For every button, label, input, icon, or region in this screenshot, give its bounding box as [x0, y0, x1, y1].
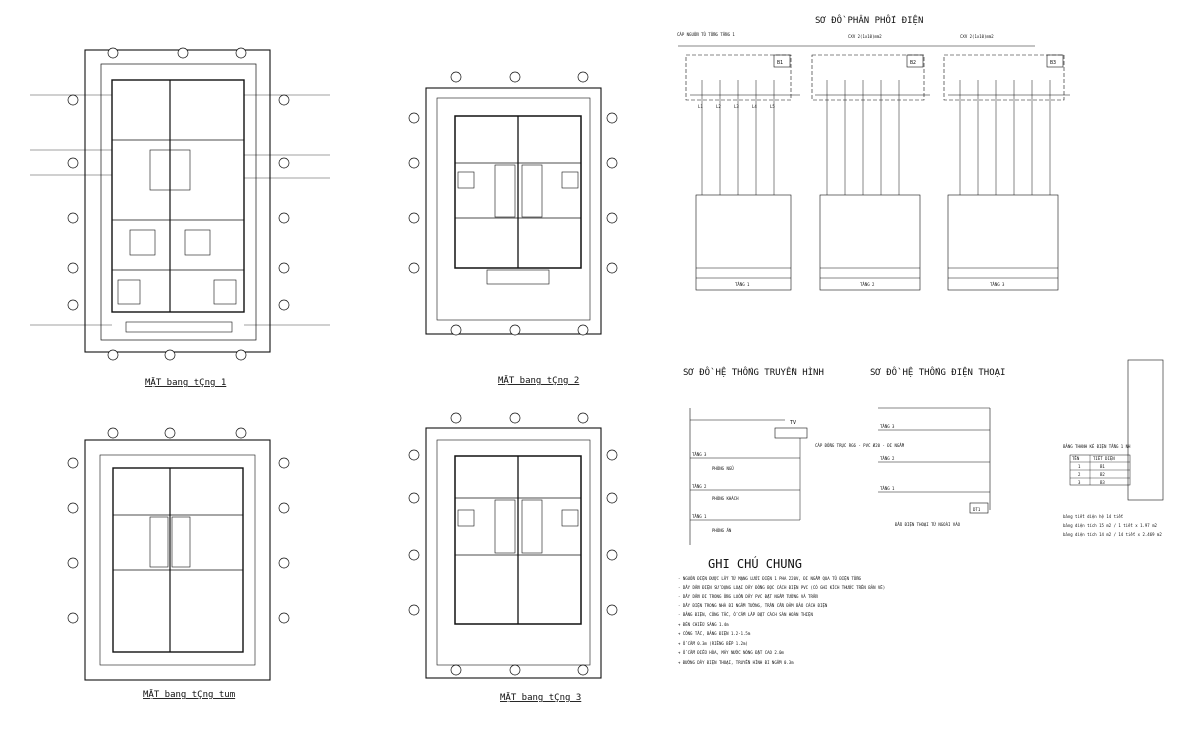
general-note-3: - DÂY DẪN ĐI TRONG ỐNG LUỒN DÂY PVC ĐẶT …: [678, 594, 818, 599]
legend-table: BẢNG THANH KÉ ĐIỆN TẦNG 1 NH TÊN TIẾT DI…: [1063, 359, 1164, 537]
general-note-4: - DÂY ĐIỆN TRONG NHÀ ĐI NGẦM TƯỜNG, TRẦN…: [678, 603, 828, 608]
floor-1-title: MẶT bang tÇng 1: [145, 377, 226, 388]
tv-row-1: TẦNG 3: [692, 452, 707, 457]
power-note-top: CÁP NGUỒN TỦ TỔNG TẦNG 1: [677, 32, 735, 37]
tv-row-2: TẦNG 2: [692, 484, 707, 489]
power-diagram-title: SƠ ĐỒ PHÂN PHỐI ĐIỆN: [815, 14, 923, 26]
general-note-1: - NGUỒN ĐIỆN ĐƯỢC LẤY TỪ MẠNG LƯỚI ĐIỆN …: [678, 576, 862, 581]
tv-room-2: PHÒNG KHÁCH: [712, 496, 739, 501]
legend-header-name: TÊN: [1072, 456, 1080, 461]
tv-system-diagram: SƠ ĐỒ HỆ THỐNG TRUYỀN HÌNH TV TẦNG 3 TẦN…: [683, 366, 905, 545]
legend-row-1-val: B1: [1100, 464, 1105, 469]
floor-2-title: MẶT bang tÇng 2: [498, 375, 579, 386]
general-note-9: + Ổ CẮM ĐIỀU HÒA, MÁY NƯỚC NÓNG ĐẶT CAO …: [678, 650, 785, 655]
circuit-l5: L5: [770, 104, 775, 109]
tv-row-3: TẦNG 1: [692, 514, 707, 519]
phone-row-2: TẦNG 2: [880, 456, 895, 461]
roof-plan: MẶT bang tÇng tum: [67, 427, 290, 700]
circuit-l2: L2: [716, 104, 721, 109]
legend-note-3: bảng diện tích 14 m2 / 14 tiết x 2.469 m…: [1063, 532, 1162, 537]
grid-bubbles-floor-2: [408, 71, 618, 336]
tv-label: TV: [790, 420, 796, 426]
grid-bubbles-floor-1: [67, 47, 290, 361]
phone-diagram-title: SƠ ĐỒ HỆ THỐNG ĐIỆN THOẠI: [870, 366, 1005, 378]
legend-title: BẢNG THANH KÉ ĐIỆN TẦNG 1 NH: [1063, 444, 1131, 449]
legend-note-1: bảng tiết diện hệ 14 tiết: [1063, 514, 1124, 519]
floor-3-title: MẶT bang tÇng 3: [500, 692, 581, 703]
floor-3-plan: MẶT bang tÇng 3: [408, 412, 618, 703]
phone-system-diagram: SƠ ĐỒ HỆ THỐNG ĐIỆN THOẠI TẦNG 3 TẦNG 2 …: [870, 366, 1005, 527]
phone-row-3: TẦNG 1: [880, 486, 895, 491]
panel-b2-label: B2: [910, 60, 916, 66]
legend-row-2-val: B2: [1100, 472, 1105, 477]
circuit-l4: L4: [752, 104, 757, 109]
phone-bottom-note: ĐẦU ĐIỆN THOẠI TỪ NGOÀI VÀO: [895, 522, 961, 527]
general-note-10: + ĐƯỜNG DÂY ĐIỆN THOẠI, TRUYỀN HÌNH ĐI N…: [678, 660, 794, 665]
tv-cable-note: CÁP ĐỒNG TRỤC RG6 - PVC Ø20 - ĐI NGẦM: [815, 443, 905, 448]
power-feeder-2: CXV 2(1x10)mm2: [960, 34, 994, 39]
tv-room-1: PHÒNG NGỦ: [712, 466, 734, 471]
panel-b3-label: B3: [1050, 60, 1056, 66]
general-note-7: + CÔNG TẮC, BẢNG ĐIỆN 1.2-1.5m: [678, 631, 751, 636]
general-note-8: + Ổ CẮM 0.3m (RIÊNG BẾP 1.2m): [678, 641, 748, 646]
floor-1-plan: MẶT bang tÇng 1: [30, 47, 330, 388]
legend-row-1-no: 1: [1078, 464, 1081, 469]
legend-header-size: TIẾT DIỆN: [1093, 456, 1115, 461]
general-note-2: - DÂY DẪN ĐIỆN SỬ DỤNG LOẠI DÂY ĐỒNG BỌC…: [678, 585, 885, 590]
general-note-5: - BẢNG ĐIỆN, CÔNG TẮC, Ổ CẮM LẮP ĐẶT CÁC…: [678, 612, 813, 617]
floor-2-plan: MẶT bang tÇng 2: [408, 71, 618, 386]
power-feeder-1: CXV 2(1x10)mm2: [848, 34, 882, 39]
tv-room-3: PHÒNG ĂN: [712, 528, 732, 533]
legend-row-2-no: 2: [1078, 472, 1081, 477]
roof-title: MẶT bang tÇng tum: [143, 689, 235, 700]
panel-b1-label: B1: [777, 60, 783, 66]
power-footer-3: TẦNG 3: [990, 282, 1005, 287]
circuit-l3: L3: [734, 104, 739, 109]
legend-row-3-no: 3: [1078, 480, 1081, 485]
phone-box-label: DT1: [973, 507, 981, 512]
power-distribution-diagram: SƠ ĐỒ PHÂN PHỐI ĐIỆN CÁP NGUỒN TỦ TỔNG T…: [677, 14, 1070, 291]
tv-diagram-title: SƠ ĐỒ HỆ THỐNG TRUYỀN HÌNH: [683, 366, 824, 378]
power-footer-1: TẦNG 1: [735, 282, 750, 287]
general-notes: GHI CHÚ CHUNG - NGUỒN ĐIỆN ĐƯỢC LẤY TỪ M…: [678, 556, 885, 665]
legend-note-2: bảng diện tích 15 m2 / 1 tiết x 1.97 m2: [1063, 523, 1158, 528]
general-notes-title: GHI CHÚ CHUNG: [708, 556, 802, 571]
grid-bubbles-roof: [67, 427, 290, 624]
grid-bubbles-floor-3: [408, 412, 618, 676]
circuit-l1: L1: [698, 104, 703, 109]
legend-row-3-val: B3: [1100, 480, 1105, 485]
general-note-6: + ĐÈN CHIẾU SÁNG 1.4m: [678, 622, 729, 627]
phone-row-1: TẦNG 3: [880, 424, 895, 429]
power-footer-2: TẦNG 2: [860, 282, 875, 287]
